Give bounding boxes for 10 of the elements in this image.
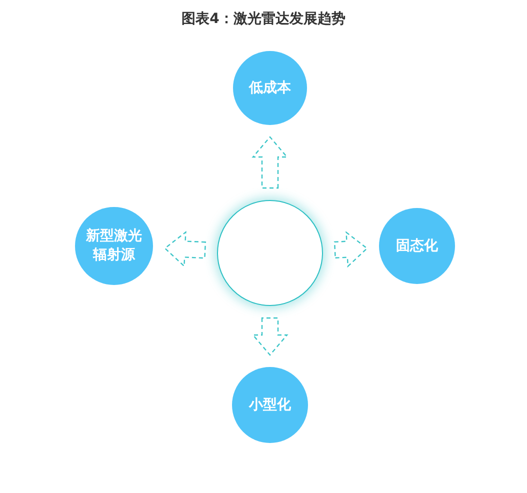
trend-label: 低成本: [249, 78, 291, 98]
block-arrow: [164, 230, 206, 268]
center-circle: [217, 200, 323, 306]
trend-label: 固态化: [396, 236, 438, 256]
chart-title: 图表4：激光雷达发展趋势: [180, 10, 346, 28]
trend-label: 小型化: [249, 396, 291, 414]
trend-label: 新型激光辐射源: [85, 227, 143, 265]
block-arrow: [334, 231, 368, 268]
block-arrow: [252, 136, 288, 189]
block-arrow: [252, 317, 288, 356]
